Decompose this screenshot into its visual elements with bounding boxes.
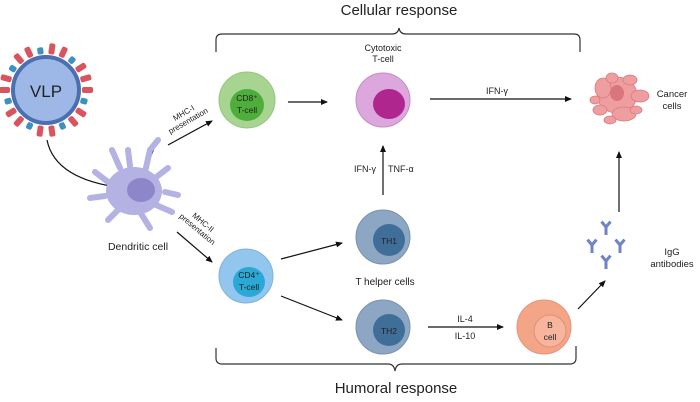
- ifn-gamma-cancer-label: IFN-γ: [486, 86, 508, 96]
- cd4-label-line2: T-cell: [239, 282, 259, 292]
- cytotoxic-caption-line2: T-cell: [372, 54, 394, 64]
- bcell-label-line1: B: [547, 320, 553, 330]
- cancer-cell-blob: [589, 95, 601, 105]
- cellular-response-title: Cellular response: [341, 2, 458, 19]
- vlp-spike: [0, 74, 12, 83]
- th1-tnf-alpha-label: TNF-α: [388, 164, 414, 174]
- cancer-cell-blob: [605, 72, 619, 84]
- vlp-spike: [75, 107, 87, 118]
- vlp-spike: [26, 122, 34, 130]
- cancer-cell-nucleus: [610, 85, 624, 101]
- cancer-cells: [589, 72, 650, 125]
- vlp-spike: [80, 97, 88, 105]
- cd8-label-line1: CD8⁺: [236, 93, 258, 103]
- cancer-cell-blob: [630, 89, 650, 103]
- vlp-spike: [75, 62, 87, 73]
- cancer-cell-blob: [629, 105, 643, 115]
- cancer-cell-blob: [603, 115, 617, 125]
- b-cell: B cell: [516, 299, 572, 355]
- igg-antibodies: [586, 220, 626, 269]
- antibody-icon: [600, 220, 612, 235]
- humoral-response-bracket: [215, 346, 577, 372]
- cellular-response-bracket: [215, 27, 581, 52]
- vlp-spike: [8, 64, 17, 73]
- vlp-spike: [13, 53, 24, 64]
- humoral-response-title: Humoral response: [335, 380, 458, 397]
- mhc2-arrow: [176, 231, 213, 263]
- antibody-icon: [600, 254, 612, 269]
- vlp-spike: [4, 97, 12, 105]
- cancer-cell-blob: [592, 104, 608, 116]
- vlp-spike: [48, 125, 56, 137]
- vlp-particle: VLP: [0, 43, 93, 137]
- vlp-spike: [68, 56, 76, 64]
- cd8-t-cell: CD8⁺ T-cell: [218, 71, 276, 129]
- dendritic-cell: [87, 137, 181, 231]
- cd4-label-line1: CD4⁺: [238, 270, 260, 280]
- vlp-spike: [58, 46, 68, 58]
- vlp-spike: [80, 74, 92, 83]
- bcell-label-line2: cell: [544, 332, 557, 342]
- vlp-spike: [37, 47, 44, 55]
- th2-label: TH2: [381, 326, 397, 336]
- il10-label: IL-10: [455, 331, 476, 341]
- th1-ifn-gamma-label: IFN-γ: [354, 164, 376, 174]
- vlp-spike: [13, 116, 24, 127]
- th1-label: TH1: [381, 236, 397, 246]
- vlp-spike: [24, 46, 34, 58]
- cd4-to-th2-arrow: [280, 295, 343, 321]
- cancer-label-line2: cells: [662, 101, 681, 112]
- antibody-icon: [586, 238, 598, 253]
- cytotoxic-t-cell: [355, 72, 411, 128]
- vlp-spike: [36, 125, 44, 137]
- bcell-to-antibodies-arrow: [577, 280, 606, 310]
- dendritic-cell-label: Dendritic cell: [108, 241, 168, 253]
- cytotoxic-caption-line1: Cytotoxic: [364, 43, 402, 53]
- vlp-spike: [68, 116, 79, 127]
- th1-cell: TH1: [355, 209, 411, 265]
- cd4-t-cell: CD4⁺ T-cell: [218, 248, 274, 304]
- igg-label-line2: antibodies: [650, 259, 694, 270]
- cd4-to-th1-arrow: [280, 241, 343, 260]
- cd8-label-line2: T-cell: [237, 105, 257, 115]
- cancer-label-line1: Cancer: [657, 89, 688, 100]
- vlp-spike: [0, 87, 10, 93]
- vlp-spike: [58, 122, 66, 130]
- th2-cell: TH2: [355, 299, 411, 355]
- vlp-spike: [82, 87, 93, 93]
- cancer-cell-blob: [622, 74, 638, 86]
- t-helper-cells-caption: T helper cells: [355, 277, 414, 288]
- cancer-cell-blob: [594, 77, 612, 99]
- il4-label: IL-4: [457, 314, 473, 324]
- vlp-label: VLP: [30, 82, 62, 101]
- mhc1-arrow: [167, 120, 213, 146]
- antibody-icon: [614, 238, 626, 253]
- igg-label-line1: IgG: [664, 247, 679, 258]
- vlp-spike: [5, 107, 17, 118]
- vlp-spike: [48, 43, 56, 55]
